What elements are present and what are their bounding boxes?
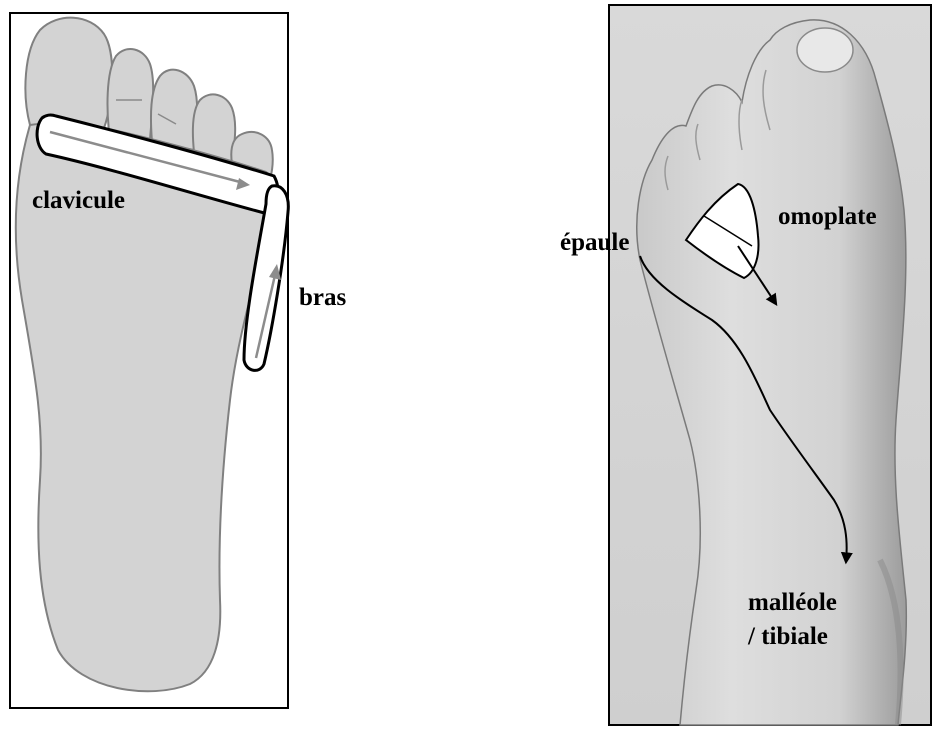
- big-toe: [25, 18, 112, 128]
- label-tibiale: / tibiale: [748, 620, 837, 654]
- sole-diagram-panel: [10, 13, 288, 708]
- label-clavicule: clavicule: [32, 186, 125, 216]
- third-toe: [151, 70, 197, 150]
- second-toe: [108, 49, 154, 140]
- label-bras: bras: [299, 283, 346, 313]
- label-malleole: malléole: [748, 586, 837, 620]
- big-toe-nail: [797, 28, 853, 72]
- label-malleole-tibiale: malléole / tibiale: [748, 586, 837, 654]
- label-epaule: épaule: [560, 228, 629, 258]
- label-omoplate: omoplate: [778, 202, 877, 232]
